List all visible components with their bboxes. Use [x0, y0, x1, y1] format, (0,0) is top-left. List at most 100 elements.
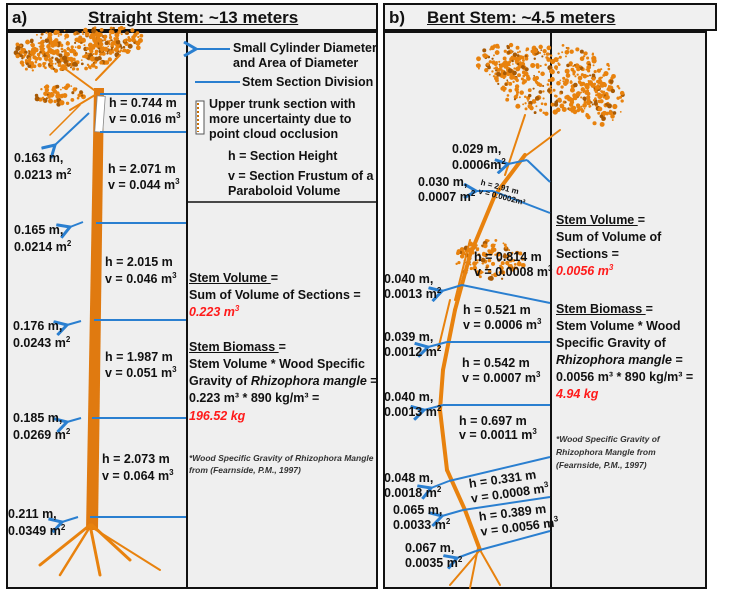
point-cloud-point — [506, 79, 509, 82]
point-cloud-point — [493, 61, 498, 66]
point-cloud-point — [562, 76, 566, 80]
point-cloud-point — [506, 44, 510, 48]
point-cloud-point — [494, 66, 499, 70]
point-cloud-point — [71, 68, 75, 71]
legend-v-def-1: v = Section Frustum of a — [228, 169, 374, 183]
area-value: 0.0214 m2 — [14, 238, 72, 254]
point-cloud-point — [474, 255, 477, 258]
point-cloud-point — [79, 90, 83, 95]
point-cloud-point — [602, 90, 606, 94]
point-cloud-point — [125, 48, 131, 54]
point-cloud-point — [44, 38, 50, 43]
point-cloud-point — [103, 38, 107, 42]
point-cloud-point — [502, 76, 506, 80]
point-cloud-point — [520, 262, 526, 268]
point-cloud-point — [586, 95, 591, 100]
point-cloud-point — [580, 105, 583, 108]
point-cloud-point — [583, 107, 586, 110]
root — [449, 549, 481, 586]
section-volume: v = 0.051 m3 — [105, 364, 177, 380]
point-cloud-point — [515, 93, 519, 97]
point-cloud-point — [543, 102, 548, 106]
point-cloud-point — [55, 50, 60, 54]
footnote: (Fearnside, P.M., 1997) — [556, 460, 647, 470]
point-cloud-point — [594, 90, 599, 94]
area-value: 0.0012 m2 — [384, 343, 442, 359]
section-division-line — [526, 159, 551, 183]
section-height: h = 0.542 m — [462, 356, 530, 370]
point-cloud-point — [129, 49, 131, 52]
point-cloud-point — [46, 43, 51, 49]
point-cloud-point — [133, 32, 138, 38]
point-cloud-point — [77, 45, 82, 50]
point-cloud-point — [87, 52, 90, 55]
diameter-value: 0.176 m, — [13, 319, 63, 333]
point-cloud-point — [600, 99, 604, 103]
point-cloud-point — [569, 87, 575, 93]
section-height: h = 0.697 m — [459, 414, 527, 428]
diameter-arrow — [70, 221, 84, 227]
point-cloud-point — [580, 109, 585, 113]
point-cloud-point — [15, 45, 21, 51]
point-cloud-point — [582, 55, 586, 58]
point-cloud-point — [494, 253, 497, 256]
point-cloud-point — [463, 253, 466, 256]
point-cloud-point — [481, 262, 484, 265]
point-cloud-point — [45, 51, 50, 56]
point-cloud-point — [112, 26, 115, 30]
point-cloud-point — [487, 276, 492, 281]
point-cloud-point — [594, 97, 597, 100]
point-cloud-point — [110, 39, 113, 42]
trunk — [86, 88, 104, 530]
point-cloud-point — [582, 103, 587, 108]
area-value: 0.0349 m2 — [8, 522, 66, 538]
point-cloud-point — [593, 101, 598, 106]
branch — [454, 239, 471, 301]
point-cloud-point — [481, 252, 487, 257]
point-cloud-point — [135, 40, 141, 46]
point-cloud-point — [607, 64, 610, 67]
point-cloud-point — [607, 85, 611, 88]
point-cloud-point — [527, 99, 529, 102]
point-cloud-point — [554, 65, 559, 70]
point-cloud-point — [496, 71, 501, 77]
point-cloud-point — [92, 61, 95, 64]
diameter-value: 0.067 m, — [405, 541, 455, 555]
point-cloud-point — [612, 111, 617, 115]
point-cloud-point — [500, 270, 504, 274]
point-cloud-point — [521, 70, 526, 75]
point-cloud-point — [92, 33, 97, 38]
point-cloud-point — [106, 50, 109, 53]
point-cloud-point — [117, 26, 122, 31]
area-value: 0.0213 m2 — [14, 166, 72, 182]
point-cloud-point — [64, 33, 70, 39]
point-cloud-point — [574, 75, 577, 78]
point-cloud-point — [606, 103, 612, 109]
point-cloud-point — [83, 54, 89, 59]
point-cloud-point — [503, 243, 507, 247]
branch — [59, 64, 95, 91]
point-cloud-point — [530, 62, 536, 69]
stem-biomass-formula-2: Specific Gravity of — [556, 336, 666, 350]
panel-b — [383, 31, 707, 589]
point-cloud-point — [67, 57, 71, 61]
point-cloud-point — [72, 87, 77, 92]
point-cloud-point — [67, 62, 70, 65]
area-value: 0.0006m2 — [452, 156, 506, 172]
point-cloud-point — [96, 36, 101, 41]
diameter-value: 0.039 m, — [384, 330, 434, 344]
root — [92, 527, 161, 571]
point-cloud-point — [87, 65, 92, 69]
point-cloud-point — [110, 46, 114, 49]
point-cloud-point — [506, 80, 509, 84]
stem-volume-formula-2: Sections = — [556, 247, 619, 261]
point-cloud-point — [487, 65, 491, 70]
point-cloud-point — [44, 87, 50, 93]
straight-stem-point-cloud — [13, 25, 161, 577]
point-cloud-point — [506, 94, 510, 97]
point-cloud-point — [119, 49, 123, 52]
point-cloud-point — [540, 49, 543, 51]
point-cloud-point — [569, 80, 573, 84]
point-cloud-point — [459, 254, 465, 259]
point-cloud-point — [616, 96, 620, 100]
